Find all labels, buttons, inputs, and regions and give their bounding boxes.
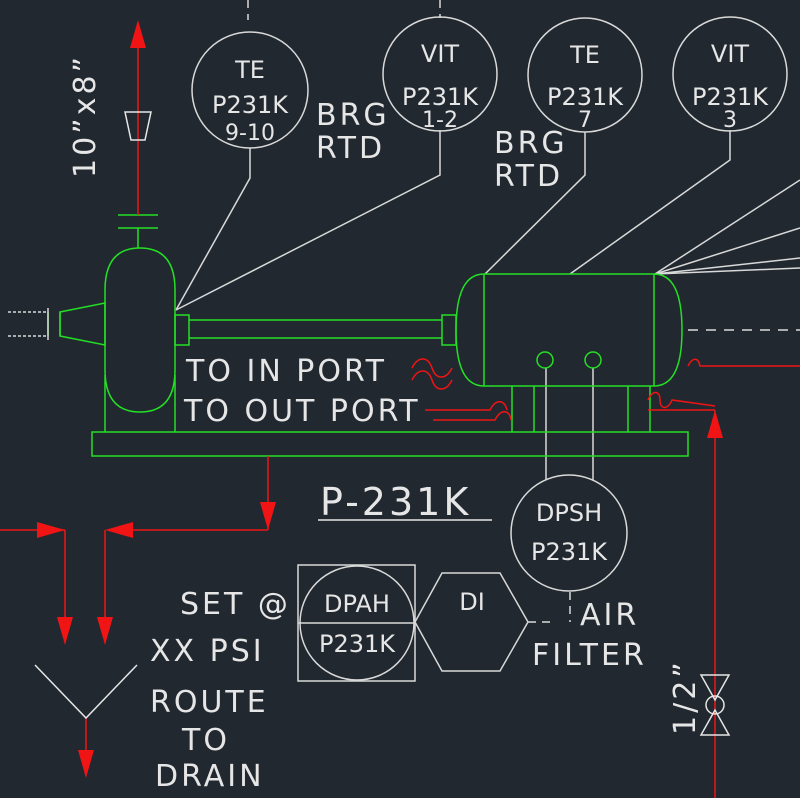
arrow-down	[97, 617, 113, 645]
svg-text:ROUTE: ROUTE	[150, 685, 269, 720]
brg-rtd-label-2: BRG RTD	[494, 126, 568, 194]
arrow-left	[105, 522, 133, 538]
to-out-port-label: TO OUT PORT	[183, 394, 421, 429]
drain-funnel	[34, 664, 138, 720]
bubble-label: 7	[578, 108, 592, 133]
brg-rtd-label-1: BRG RTD	[316, 98, 390, 166]
instrument-dpah: DPAH P231K	[297, 564, 416, 682]
bubble-label: P231K	[212, 91, 289, 119]
psi-label: XX PSI	[150, 634, 265, 669]
arrow-up-discharge	[130, 20, 146, 48]
bubble-label: DPAH	[324, 590, 390, 618]
suction-pipe	[8, 308, 49, 340]
pipe-size-small: 1/2”	[668, 659, 703, 735]
bubble-label: P231K	[319, 630, 396, 658]
bubble-label: TE	[569, 41, 600, 69]
svg-text:AIR: AIR	[580, 598, 639, 633]
instrument-di-hexagon: DI	[414, 572, 529, 672]
arrow-down	[57, 617, 73, 645]
instrument-vit-3: VIT P231K 3	[672, 16, 788, 133]
arrow-down-drain	[260, 502, 276, 530]
svg-text:FILTER: FILTER	[532, 638, 647, 673]
bubble-label: DPSH	[536, 499, 602, 527]
bubble-label: 1-2	[422, 108, 458, 133]
pipe-size-main: 10”x8”	[68, 54, 103, 178]
flow-arrows	[37, 20, 723, 778]
arrow-up-right-line	[707, 410, 723, 438]
svg-text:DRAIN: DRAIN	[155, 759, 265, 794]
arrow-down-route	[78, 750, 94, 778]
bubble-label: P231K	[692, 83, 769, 111]
bubble-label: DI	[459, 588, 485, 616]
bubble-label: P231K	[531, 538, 608, 566]
signal-lines	[175, 0, 800, 623]
air-filter-label: AIR FILTER	[532, 598, 647, 673]
bubble-label: P231K	[402, 83, 479, 111]
svg-text:TO: TO	[181, 723, 230, 758]
pump-motor-assembly	[47, 214, 689, 457]
bubble-label: 9-10	[225, 121, 275, 146]
bubble-label: P231K	[547, 83, 624, 111]
set-at-label: SET @	[180, 587, 291, 622]
bubble-label: TE	[234, 56, 265, 84]
to-in-port-label: TO IN PORT	[185, 354, 387, 389]
route-to-drain-label: ROUTE TO DRAIN	[150, 685, 269, 794]
gate-valve	[699, 674, 731, 736]
bubble-label: VIT	[421, 40, 459, 68]
svg-text:P-231K: P-231K	[320, 480, 471, 524]
arrow-right	[37, 522, 65, 538]
flow-lines	[0, 40, 800, 798]
bubble-label: 3	[723, 108, 737, 133]
equipment-tag: P-231K	[318, 480, 492, 524]
instrument-vit-1-2: VIT P231K 1-2	[382, 16, 498, 133]
svg-text:BRG: BRG	[316, 98, 390, 133]
svg-text:RTD: RTD	[316, 131, 385, 166]
svg-text:BRG: BRG	[494, 126, 568, 161]
instrument-te-7: TE P231K 7	[527, 17, 643, 133]
instrument-dpsh: DPSH P231K	[510, 474, 628, 592]
instrument-te-9-10: TE P231K 9-10	[191, 31, 309, 149]
svg-text:RTD: RTD	[494, 159, 563, 194]
bubble-label: VIT	[711, 40, 749, 68]
